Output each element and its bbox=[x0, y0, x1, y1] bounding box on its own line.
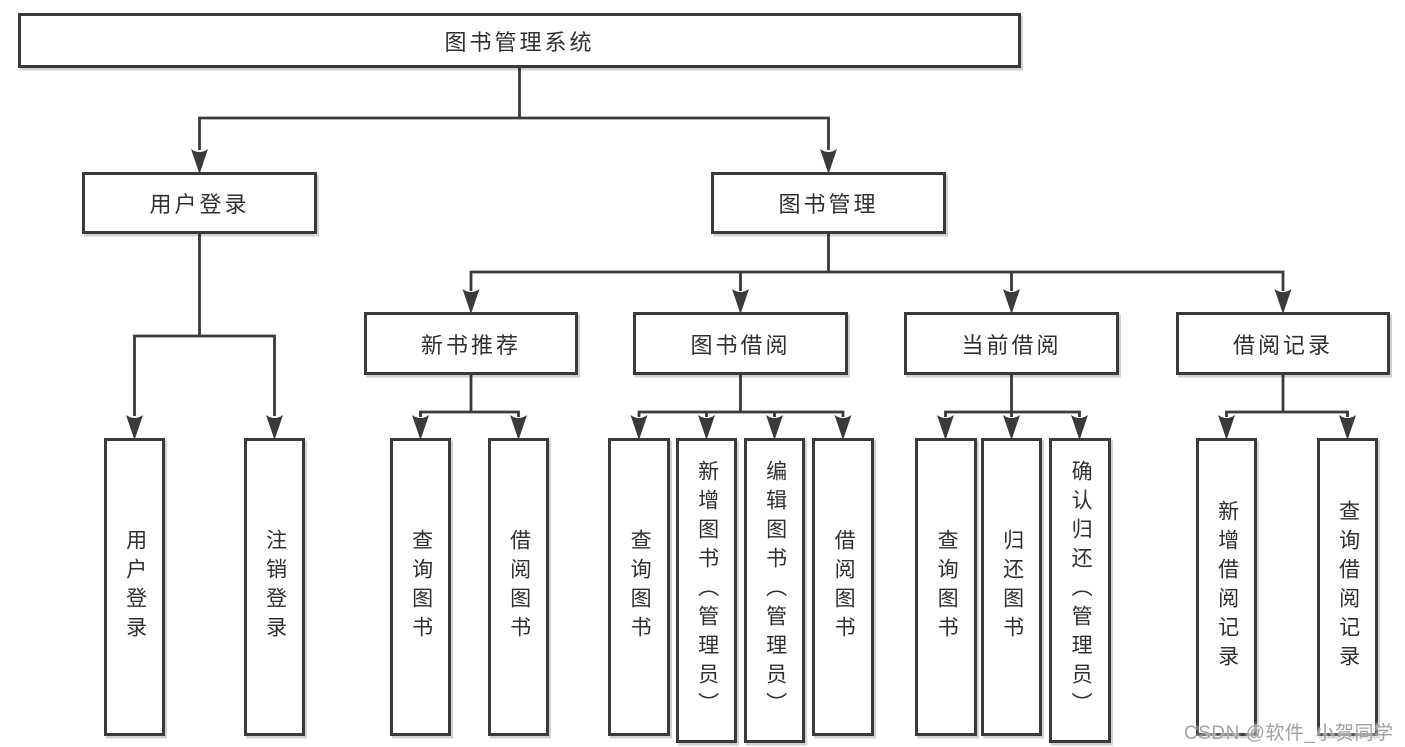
leaf-label: 用户登录 bbox=[123, 529, 147, 645]
node-book-management: 图书管理 bbox=[711, 172, 946, 234]
leaf-label: 注销登录 bbox=[263, 529, 287, 645]
node-borrow-records: 借阅记录 bbox=[1176, 312, 1390, 375]
leaf-edit-book-admin: 编辑图书（管理员） bbox=[744, 438, 805, 743]
leaf-user-login: 用户登录 bbox=[104, 438, 165, 736]
leaf-label: 借阅图书 bbox=[832, 529, 856, 645]
leaf-label: 查询图书 bbox=[935, 529, 959, 645]
leaf-label: 查询图书 bbox=[628, 529, 652, 645]
arrowhead-icons bbox=[126, 149, 1356, 440]
leaf-query-books-borrow: 查询图书 bbox=[608, 438, 670, 736]
leaf-add-book-admin: 新增图书（管理员） bbox=[676, 438, 737, 743]
leaf-label: 新增图书（管理员） bbox=[695, 460, 719, 721]
node-user-login: 用户登录 bbox=[82, 172, 317, 234]
leaf-add-borrow-record: 新增借阅记录 bbox=[1196, 438, 1257, 736]
leaf-query-books-recommend: 查询图书 bbox=[390, 438, 451, 736]
leaf-label: 查询图书 bbox=[409, 529, 433, 645]
leaf-label: 查询借阅记录 bbox=[1336, 500, 1360, 674]
leaf-confirm-return-admin: 确认归还（管理员） bbox=[1049, 438, 1111, 743]
leaf-label: 新增借阅记录 bbox=[1215, 500, 1239, 674]
node-current-borrow: 当前借阅 bbox=[904, 312, 1119, 375]
leaf-borrow-books-recommend: 借阅图书 bbox=[488, 438, 549, 736]
leaf-label: 编辑图书（管理员） bbox=[763, 460, 787, 721]
node-book-borrow: 图书借阅 bbox=[633, 312, 848, 375]
leaf-return-book: 归还图书 bbox=[981, 438, 1042, 736]
node-root-system: 图书管理系统 bbox=[18, 13, 1021, 68]
node-new-book-recommend: 新书推荐 bbox=[364, 312, 578, 375]
leaf-label: 确认归还（管理员） bbox=[1069, 460, 1093, 721]
leaf-label: 借阅图书 bbox=[507, 529, 531, 645]
leaf-borrow-books-borrow: 借阅图书 bbox=[812, 438, 874, 736]
leaf-label: 归还图书 bbox=[1000, 529, 1024, 645]
csdn-watermark: CSDN @软件_小贺同学 bbox=[1184, 723, 1394, 744]
tree-edges bbox=[133, 66, 1349, 417]
leaf-query-borrow-record: 查询借阅记录 bbox=[1317, 438, 1378, 736]
leaf-logout: 注销登录 bbox=[244, 438, 305, 736]
leaf-query-books-current: 查询图书 bbox=[915, 438, 977, 736]
